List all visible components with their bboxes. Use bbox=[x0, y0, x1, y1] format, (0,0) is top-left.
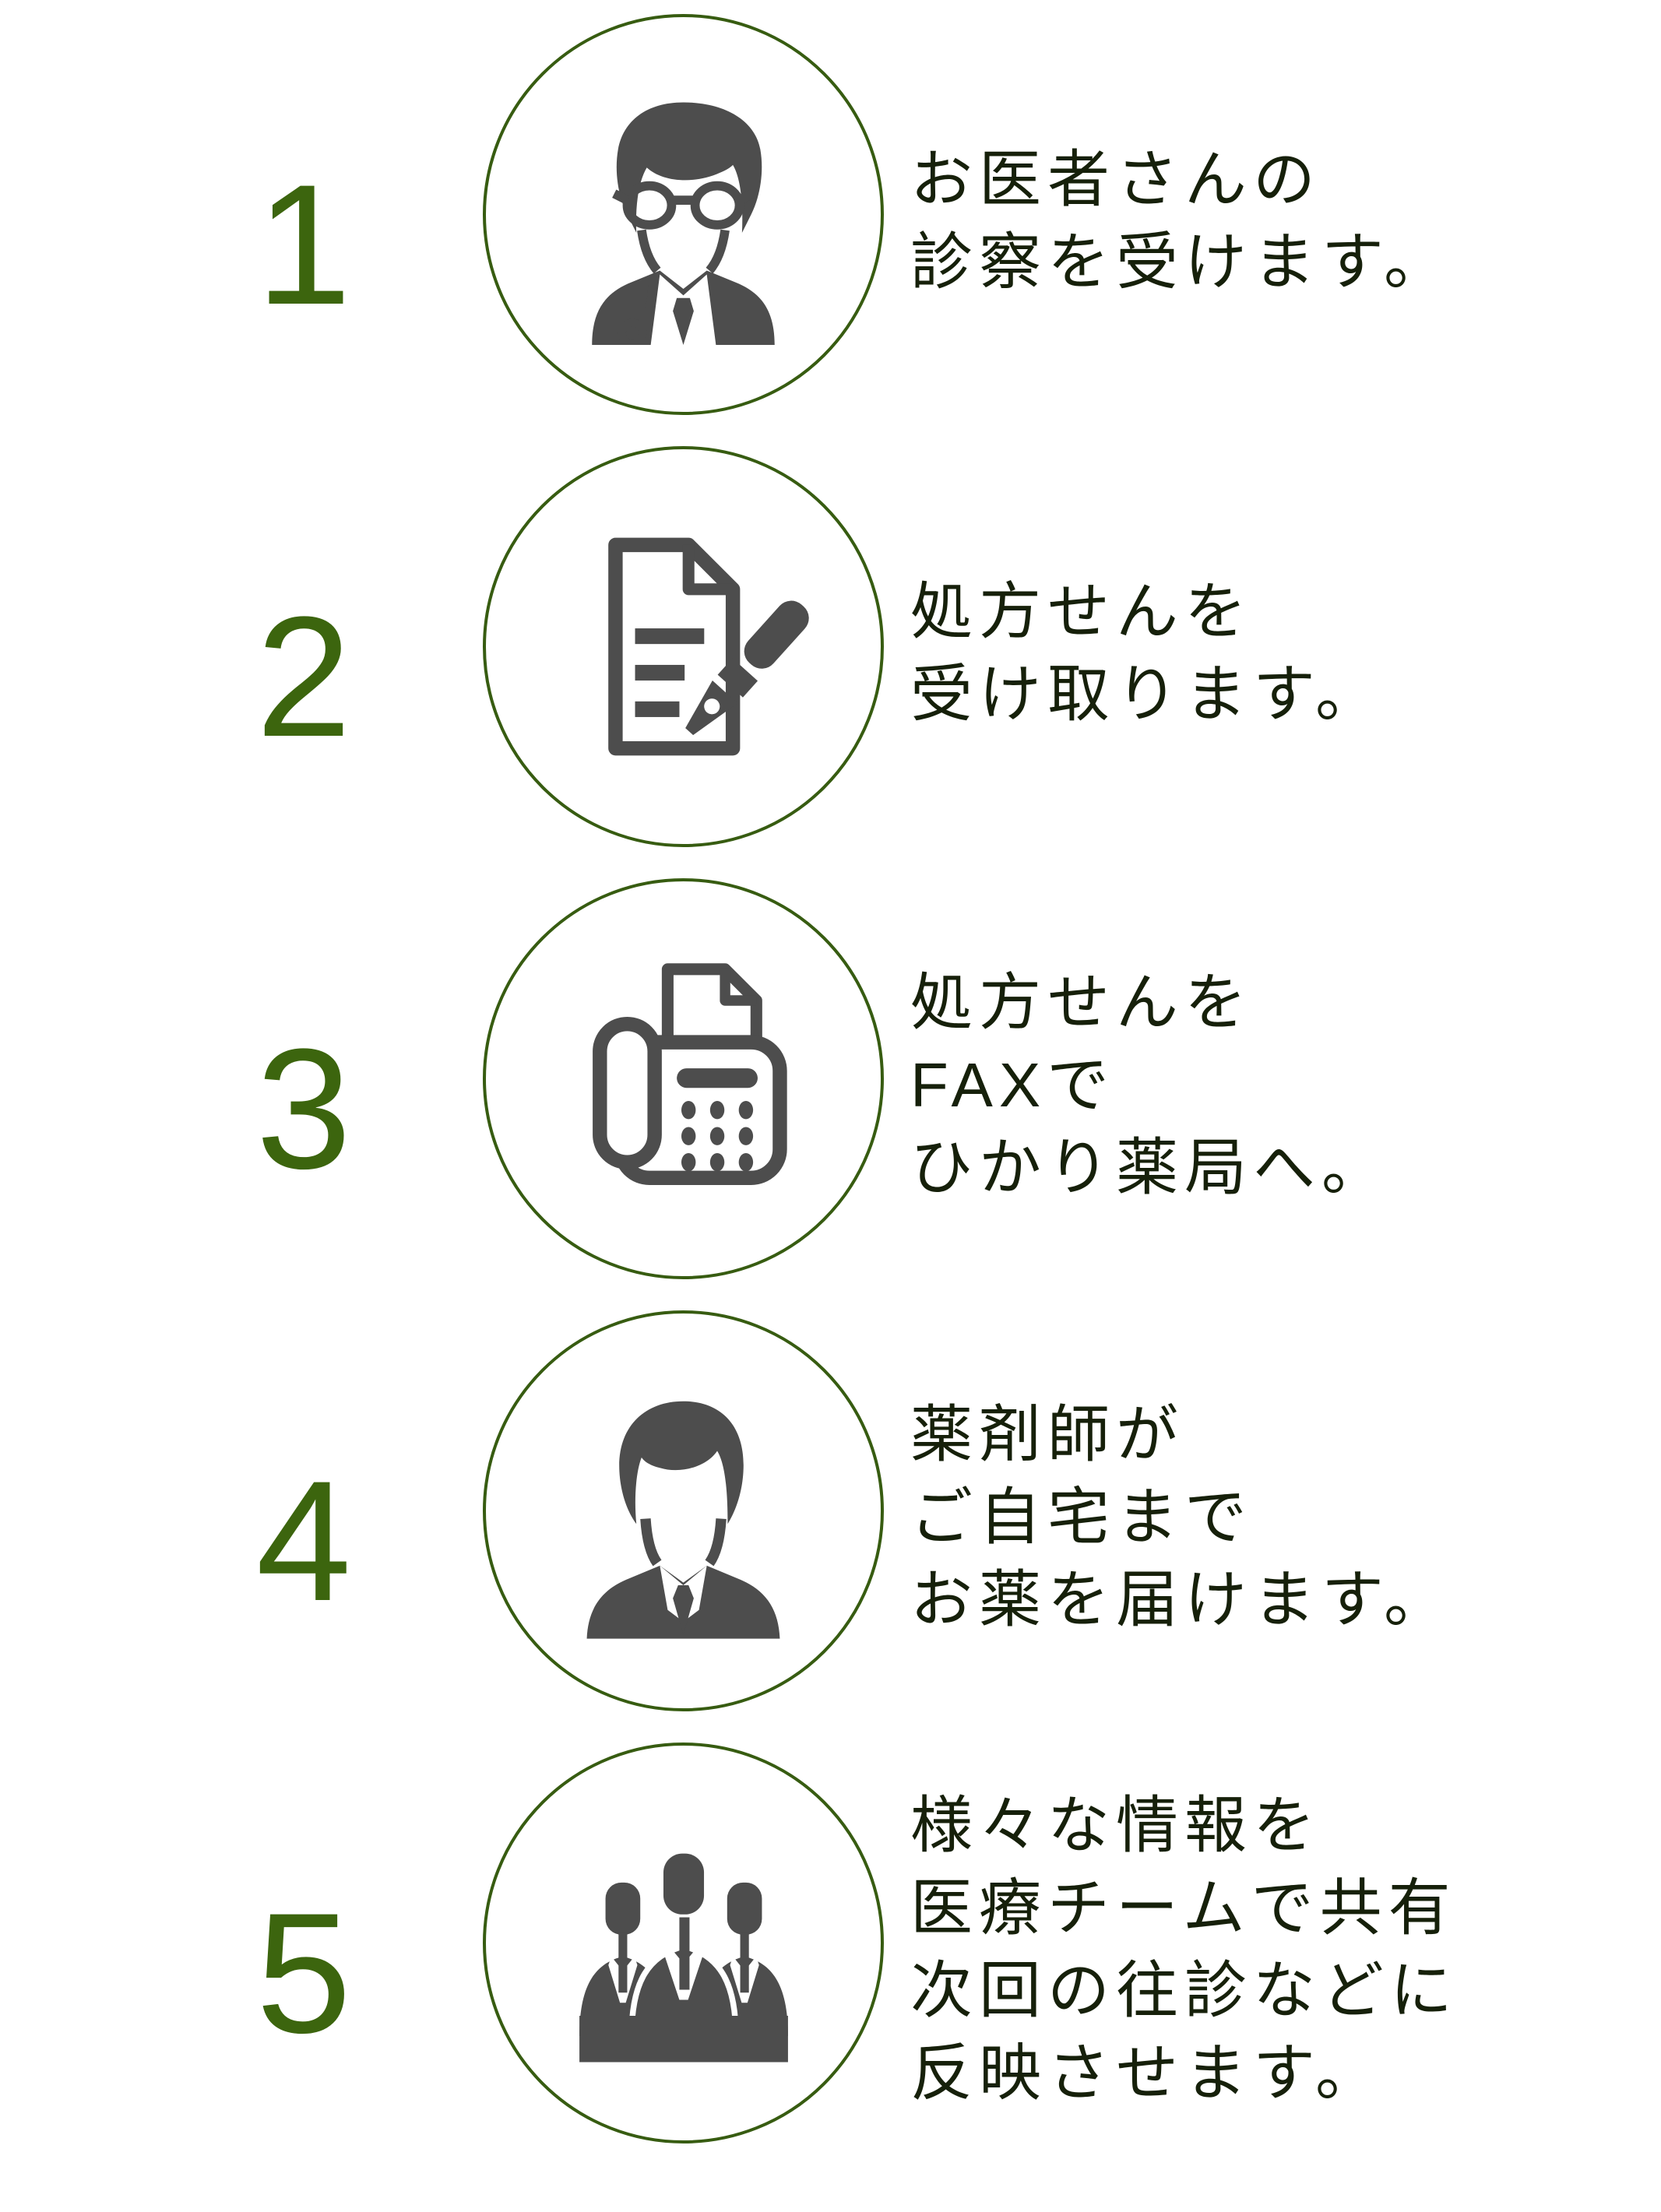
step-row-1: 1 bbox=[0, 14, 1661, 415]
step-3-description: 処方せんを FAXで ひかり薬局へ。 bbox=[910, 962, 1661, 1209]
step-description-line: 処方せんを bbox=[910, 576, 1253, 646]
step-4-number-cell: 4 bbox=[0, 1310, 483, 1711]
step-description-line: 反映させます。 bbox=[910, 2038, 1384, 2108]
step-description-line: お医者さんの bbox=[910, 144, 1321, 214]
step-description-line: FAXで bbox=[910, 1050, 1116, 1120]
step-1-number-cell: 1 bbox=[0, 14, 483, 415]
step-4-icon-circle bbox=[483, 1310, 884, 1711]
step-description-line: 薬剤師が bbox=[910, 1399, 1184, 1469]
step-3-icon-circle bbox=[483, 878, 884, 1279]
step-4-number: 4 bbox=[255, 1444, 352, 1637]
step-description-line: 処方せんを bbox=[910, 967, 1253, 1037]
step-2-icon-circle bbox=[483, 446, 884, 847]
step-description-line: 様々な情報を bbox=[910, 1790, 1321, 1860]
step-row-3: 3 処方せんを FAXで ひかり薬局へ。 bbox=[0, 878, 1661, 1279]
step-2-number: 2 bbox=[255, 580, 352, 772]
fax-icon bbox=[593, 963, 787, 1186]
step-3-number-cell: 3 bbox=[0, 878, 483, 1279]
step-row-5: 5 bbox=[0, 1743, 1661, 2143]
step-5-description: 様々な情報を 医療チームで共有 次回の往診などに 反映させます。 bbox=[910, 1785, 1661, 2115]
step-description-line: 次回の往診などに bbox=[910, 1955, 1459, 2025]
step-5-number: 5 bbox=[255, 1876, 352, 2069]
step-description-line: 診察を受けます。 bbox=[910, 227, 1452, 297]
step-5-icon-circle bbox=[483, 1743, 884, 2143]
step-2-number-cell: 2 bbox=[0, 446, 483, 847]
step-description-line: 医療チームで共有 bbox=[910, 1873, 1457, 1943]
pharmacist-icon bbox=[586, 1401, 780, 1639]
step-1-description: お医者さんの 診察を受けます。 bbox=[910, 139, 1661, 304]
step-1-number: 1 bbox=[255, 148, 352, 340]
step-row-4: 4 薬剤師が ご自宅まで お薬を届けます。 bbox=[0, 1310, 1661, 1711]
step-row-2: 2 処方せんを 受け取ります。 bbox=[0, 446, 1661, 847]
step-description-line: ご自宅まで bbox=[910, 1482, 1253, 1552]
prescription-pen-icon bbox=[608, 537, 809, 756]
step-2-description: 処方せんを 受け取ります。 bbox=[910, 571, 1661, 736]
step-description-line: 受け取ります。 bbox=[910, 659, 1384, 729]
doctor-icon bbox=[592, 102, 775, 345]
step-3-number: 3 bbox=[255, 1012, 352, 1204]
step-description-line: ひかり薬局へ。 bbox=[910, 1132, 1390, 1202]
medical-team-icon bbox=[579, 1853, 788, 2063]
step-5-number-cell: 5 bbox=[0, 1743, 483, 2143]
step-description-line: お薬を届けます。 bbox=[910, 1564, 1452, 1634]
step-4-description: 薬剤師が ご自宅まで お薬を届けます。 bbox=[910, 1394, 1661, 1641]
step-1-icon-circle bbox=[483, 14, 884, 415]
